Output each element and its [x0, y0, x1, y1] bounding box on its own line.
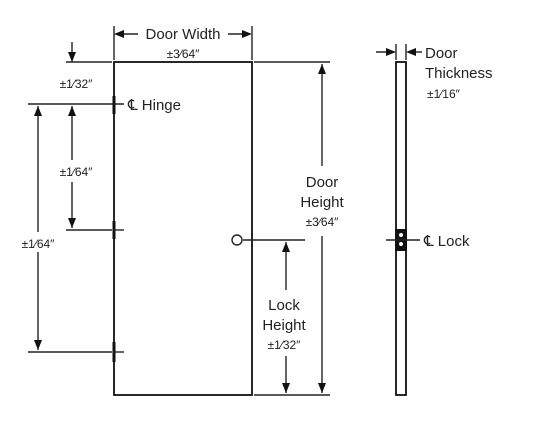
hinge-total-tolerance: ±1⁄64″ — [22, 237, 56, 251]
hinge-top-tolerance: ±1⁄32″ — [60, 77, 94, 91]
lock-height-tolerance: ±1⁄32″ — [268, 338, 302, 352]
edge-lock-icon — [386, 229, 420, 251]
hinge-marks — [112, 96, 124, 362]
hinge-label: ℄ Hinge — [127, 97, 181, 114]
hinge-total-dimension — [28, 106, 112, 353]
lock-height-label-line1: Lock — [268, 297, 300, 314]
door-width-dimension — [113, 26, 253, 60]
door-edge-view — [395, 61, 407, 396]
hinge-spacing-dimension — [66, 106, 112, 231]
door-thickness-dimension — [376, 44, 422, 60]
lock-height-label-line2: Height — [262, 317, 306, 334]
lock-knob-icon — [231, 234, 243, 246]
door-width-tolerance: ±3⁄64″ — [167, 47, 201, 61]
lock-label: ℄ Lock — [423, 233, 470, 250]
door-thickness-tolerance: ±1⁄16″ — [427, 87, 461, 101]
door-thickness-label-line2: Thickness — [425, 65, 493, 82]
door-width-label: Door Width — [145, 26, 220, 43]
hinge-spacing-tolerance: ±1⁄64″ — [60, 165, 94, 179]
door-height-label-line2: Height — [300, 194, 344, 211]
hinge-top-dimension — [66, 42, 112, 63]
door-height-label-line1: Door — [306, 174, 339, 191]
door-height-tolerance: ±3⁄64″ — [306, 215, 340, 229]
door-thickness-label-line1: Door — [425, 45, 458, 62]
door-height-dimension — [254, 61, 330, 396]
lock-height-dimension — [282, 242, 290, 393]
